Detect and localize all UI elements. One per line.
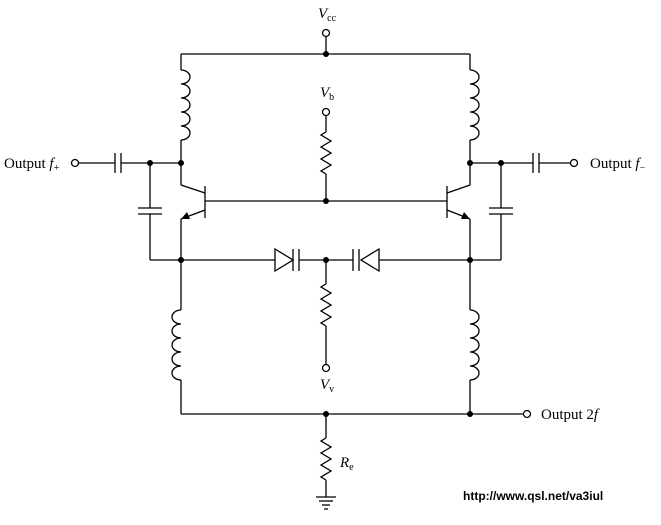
capacitor-feedback-right: [489, 163, 513, 260]
label-output-2f: Output 2f: [541, 407, 600, 423]
vb-terminal: [321, 107, 331, 132]
label-output-f-minus: Output f−: [590, 156, 646, 174]
label-re: Re: [339, 455, 354, 473]
junction-base: [323, 198, 329, 204]
label-vv: Vv: [320, 377, 334, 395]
inductor-right-emitter: [469, 260, 480, 414]
watermark-url: http://www.qsl.net/va3iul: [463, 489, 603, 503]
inductor-left-emitter: [171, 260, 182, 414]
transistor-right: [446, 184, 471, 220]
output-f-plus-terminal: [70, 158, 80, 168]
resistor-vv: [319, 283, 333, 327]
label-output-f-plus: Output f+: [4, 156, 60, 174]
vv-terminal: [321, 363, 331, 373]
vcc-terminal: [321, 28, 331, 54]
capacitor-feedback-left: [138, 163, 162, 260]
output-f-minus-terminal: [569, 158, 579, 168]
resistor-re: [319, 437, 333, 481]
varactor-diode-right: [352, 247, 380, 273]
label-vcc: Vcc: [318, 6, 337, 24]
resistor-vb: [319, 131, 333, 175]
capacitor-coupling-left: [79, 153, 150, 173]
ground-icon: [316, 496, 336, 510]
junction-vcc: [323, 51, 329, 57]
varactor-diode-left: [274, 247, 353, 273]
junction-2f: [467, 411, 473, 417]
capacitor-coupling-right: [501, 153, 570, 173]
output-2f-terminal: [522, 409, 532, 419]
transistor-left: [180, 184, 206, 220]
label-vb: Vb: [320, 85, 334, 103]
